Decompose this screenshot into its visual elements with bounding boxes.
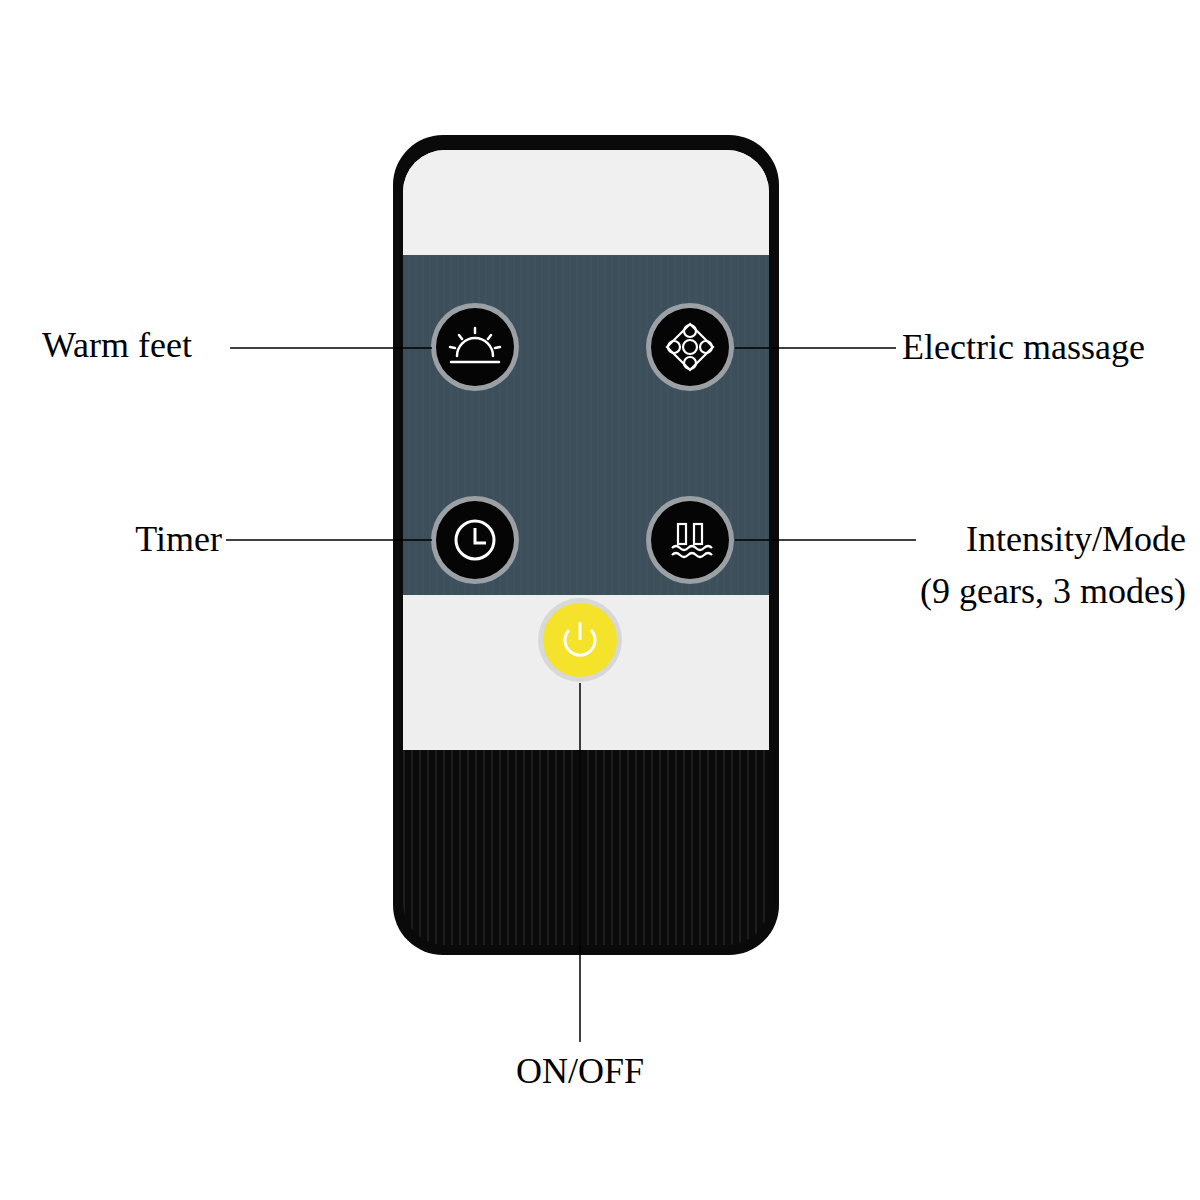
remote-body: [393, 135, 779, 955]
timer-button: [431, 496, 519, 584]
button-band: [403, 255, 769, 595]
callout-note: (9 gears, 3 modes): [920, 570, 1186, 613]
callout-label: ON/OFF: [516, 1050, 644, 1093]
callout-label: Intensity/Mode: [966, 518, 1186, 561]
callout-label: Warm feet: [42, 324, 192, 367]
callout-label: Electric massage: [902, 326, 1145, 369]
callout-label: Timer: [135, 518, 222, 561]
electric-massage-button: [646, 303, 734, 391]
intensity-mode-button: [646, 496, 734, 584]
leader-lines: [226, 348, 916, 1042]
power-button: [538, 598, 622, 682]
warm-feet-button: [431, 303, 519, 391]
